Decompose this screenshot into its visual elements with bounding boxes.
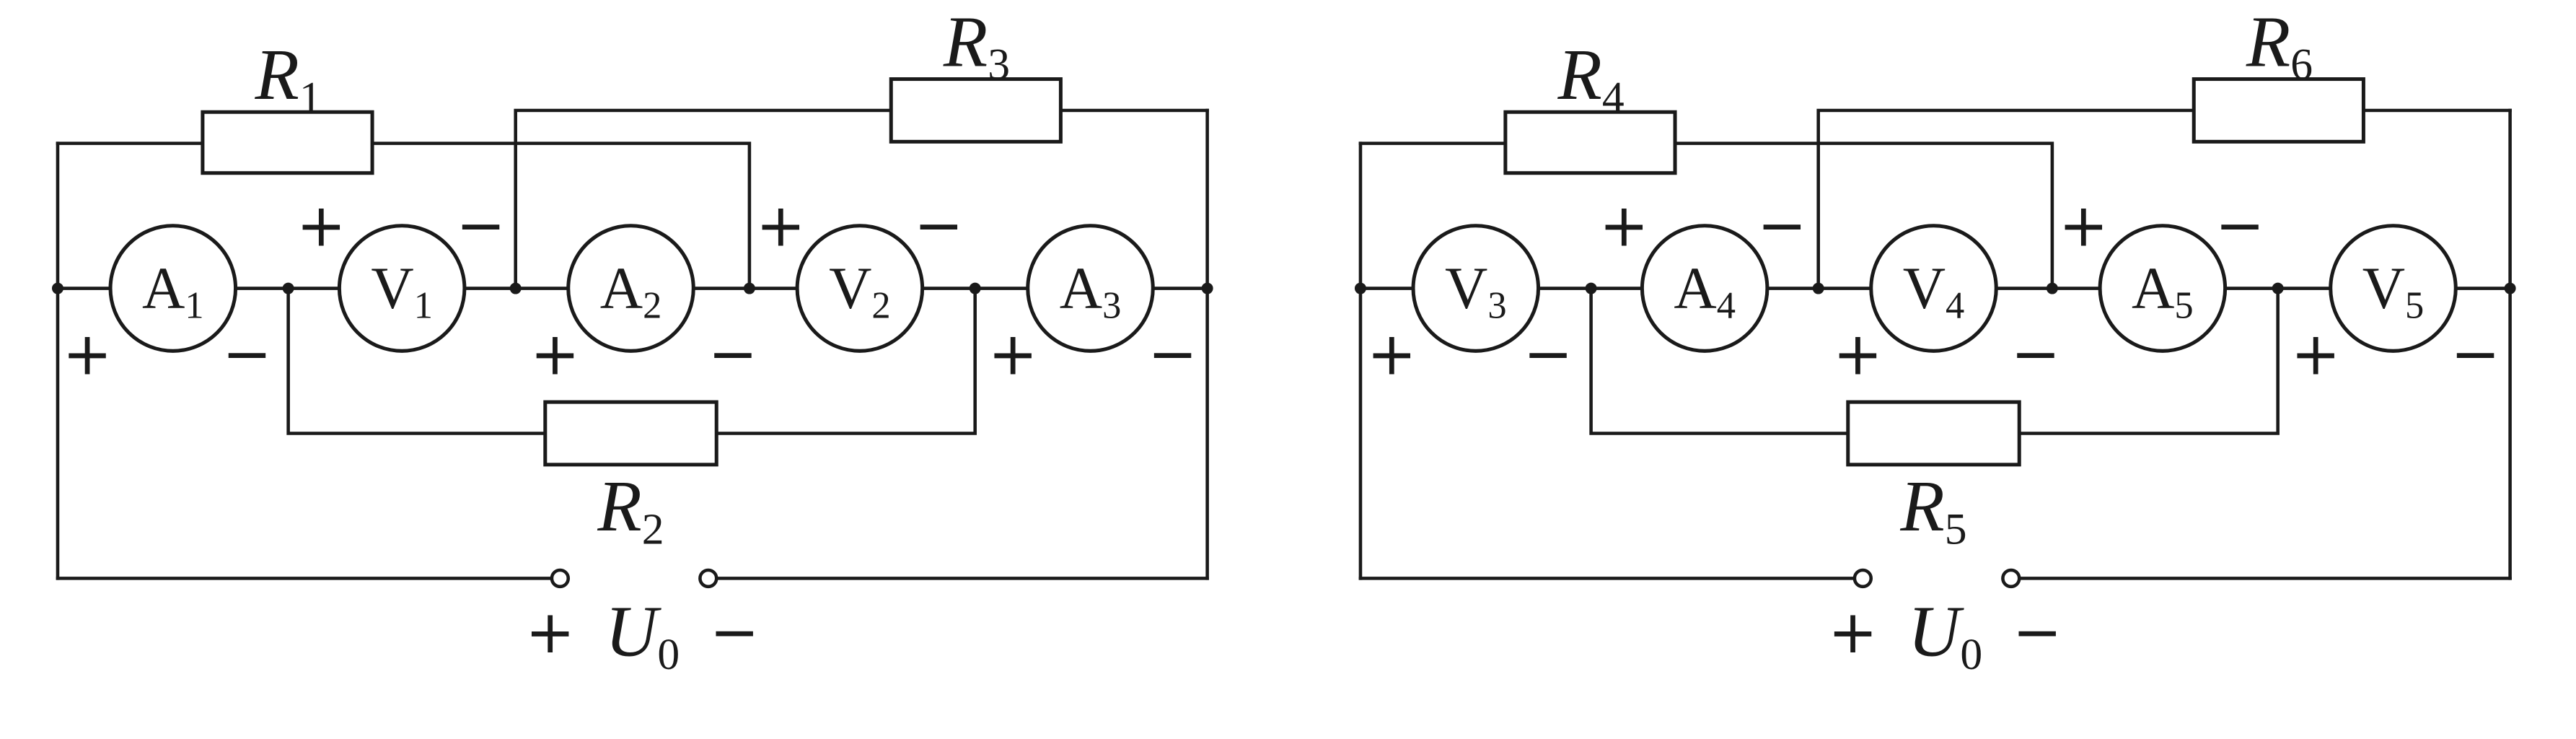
junction-dot [282, 282, 294, 294]
resistor-upper-left [1503, 110, 1677, 175]
meter-4-plus-sign: + [2059, 191, 2109, 260]
source-terminal-minus [2001, 568, 2021, 589]
meter-3: A2 + − [530, 224, 758, 388]
resistor-upper-right-label: R3 [943, 1, 1010, 89]
resistor-lower [543, 400, 718, 467]
junction-dot [51, 282, 63, 294]
meter-4-minus-sign: − [2215, 191, 2265, 260]
meter-4-label: V2 [829, 255, 891, 327]
meter-2-circle [1640, 224, 1770, 353]
voltage-source: + U0 − [1828, 568, 2062, 679]
meter-1-minus-sign: − [222, 320, 272, 388]
junction-dot [1201, 282, 1213, 294]
resistor-upper-right-label: R6 [2246, 1, 2313, 89]
resistor-upper-right [2192, 77, 2365, 144]
meter-5-minus-sign: − [2450, 320, 2500, 388]
source-terminal-minus [698, 568, 718, 589]
meter-1-circle [108, 224, 238, 353]
meter-1: V3 + − [1367, 224, 1573, 388]
source-voltage-label: U0 [605, 591, 680, 679]
meter-4: V2 + − [756, 191, 964, 353]
junction-dot [1812, 282, 1824, 294]
meter-3-label: V4 [1903, 255, 1965, 327]
meter-3-plus-sign: + [530, 320, 580, 388]
meter-5: V5 + − [2291, 224, 2500, 388]
meter-2-circle [337, 224, 467, 353]
meter-3-plus-sign: + [1833, 320, 1883, 388]
meter-4-plus-sign: + [756, 191, 806, 260]
junction-dot [509, 282, 522, 294]
meter-3-label: A2 [600, 255, 662, 327]
meter-5-label: A3 [1060, 255, 1122, 327]
source-plus-sign: + [1828, 598, 1878, 667]
meter-3-circle [566, 224, 695, 353]
junction-dot [2272, 282, 2284, 294]
meter-2-label: V1 [371, 255, 433, 327]
resistor-upper-left [201, 110, 374, 175]
meter-2: A4 + − [1599, 191, 1807, 353]
circuit-left: R1 R3 R2 A1 + − V1 + − A2 + − [51, 1, 1213, 679]
meter-4: A5 + − [2059, 191, 2265, 353]
meter-4-label: A5 [2132, 255, 2194, 327]
resistor-lower-label: R5 [1899, 465, 1966, 554]
resistor-upper-right [889, 77, 1063, 144]
meter-1: A1 + − [63, 224, 272, 388]
resistor-upper-left-label: R1 [255, 34, 322, 122]
meter-3-minus-sign: − [2011, 320, 2061, 388]
meter-5: A3 + − [988, 224, 1197, 388]
meter-2-minus-sign: − [456, 191, 506, 260]
meter-1-circle [1411, 224, 1541, 353]
meter-1-plus-sign: + [63, 320, 113, 388]
meter-5-minus-sign: − [1148, 320, 1197, 388]
resistor-lower-label: R2 [597, 465, 664, 554]
resistor-lower [1846, 400, 2021, 467]
junction-dot [1354, 282, 1366, 294]
meter-1-label: V3 [1445, 255, 1507, 327]
meter-5-circle [2329, 224, 2458, 353]
source-terminal-plus [550, 568, 571, 589]
junction-dot [1585, 282, 1597, 294]
meter-4-minus-sign: − [914, 191, 964, 260]
meter-2: V1 + − [296, 191, 506, 353]
meter-2-label: A4 [1674, 255, 1736, 327]
source-terminal-plus [1852, 568, 1873, 589]
meter-5-plus-sign: + [2291, 320, 2341, 388]
meter-3-circle [1869, 224, 1998, 353]
meter-4-circle [2098, 224, 2228, 353]
meter-2-plus-sign: + [296, 191, 346, 260]
source-minus-sign: − [710, 598, 760, 667]
circuit-right: R4 R6 R5 V3 + − A4 + − V4 + − A5 [1354, 1, 2516, 679]
meter-1-plus-sign: + [1367, 320, 1417, 388]
meter-1-label: A1 [142, 255, 204, 327]
resistor-upper-left-label: R4 [1557, 34, 1625, 122]
junction-dot [969, 282, 981, 294]
junction-dot [2504, 282, 2516, 294]
source-minus-sign: − [2013, 598, 2062, 667]
meter-3: V4 + − [1833, 224, 2061, 388]
meter-5-label: V5 [2362, 255, 2425, 327]
meter-1-minus-sign: − [1524, 320, 1573, 388]
meter-3-minus-sign: − [708, 320, 758, 388]
meter-5-plus-sign: + [988, 320, 1038, 388]
meter-2-minus-sign: − [1757, 191, 1807, 260]
junction-dot [743, 282, 755, 294]
meter-4-circle [795, 224, 925, 353]
meter-2-plus-sign: + [1599, 191, 1649, 260]
junction-dot [2046, 282, 2058, 294]
source-plus-sign: + [525, 598, 575, 667]
source-voltage-label: U0 [1908, 591, 1982, 679]
voltage-source: + U0 − [525, 568, 760, 679]
meter-5-circle [1026, 224, 1155, 353]
